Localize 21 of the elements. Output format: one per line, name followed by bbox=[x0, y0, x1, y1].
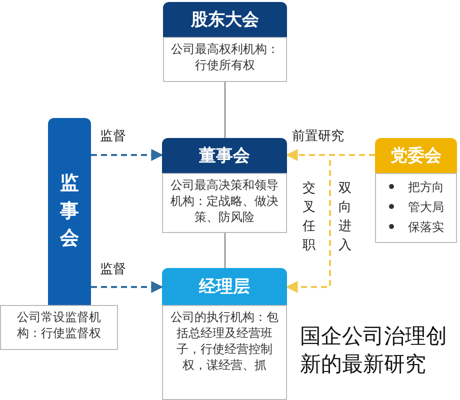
bullet-text: 保落实 bbox=[408, 220, 444, 234]
bullet-text: 把方向 bbox=[408, 180, 444, 194]
description-box: 公司常设监督机构：行使监督权 bbox=[0, 305, 118, 350]
title-bar: 董事会 bbox=[162, 138, 287, 173]
caption: 国企公司治理创新的最新研究 bbox=[300, 323, 448, 378]
bullet-text: 管大局 bbox=[408, 200, 444, 214]
description-box: 公司的执行机构：包括总经理及经营班子，行使经营控制权，谋经营、抓 bbox=[162, 305, 287, 400]
edge-label: 监督 bbox=[100, 129, 126, 144]
title-bar: 经理层 bbox=[162, 268, 287, 305]
dashed-arrow bbox=[91, 281, 164, 293]
connector-line bbox=[224, 233, 226, 268]
dashed-arrow bbox=[286, 154, 375, 293]
title-bar: 监事会 bbox=[48, 118, 91, 305]
description-box: 公司最高权利机构：行使所有权 bbox=[163, 37, 287, 82]
title-bar: 股东大会 bbox=[163, 2, 287, 37]
description-box: 公司最高决策和领导机构：定战略、做决策、防风险 bbox=[162, 173, 287, 233]
title-bar: 党委会 bbox=[375, 138, 457, 173]
dashed-arrow bbox=[91, 149, 164, 161]
edge-label: 监督 bbox=[100, 262, 126, 277]
connector-line bbox=[224, 82, 226, 138]
edge-label: 前置研究 bbox=[292, 129, 344, 144]
